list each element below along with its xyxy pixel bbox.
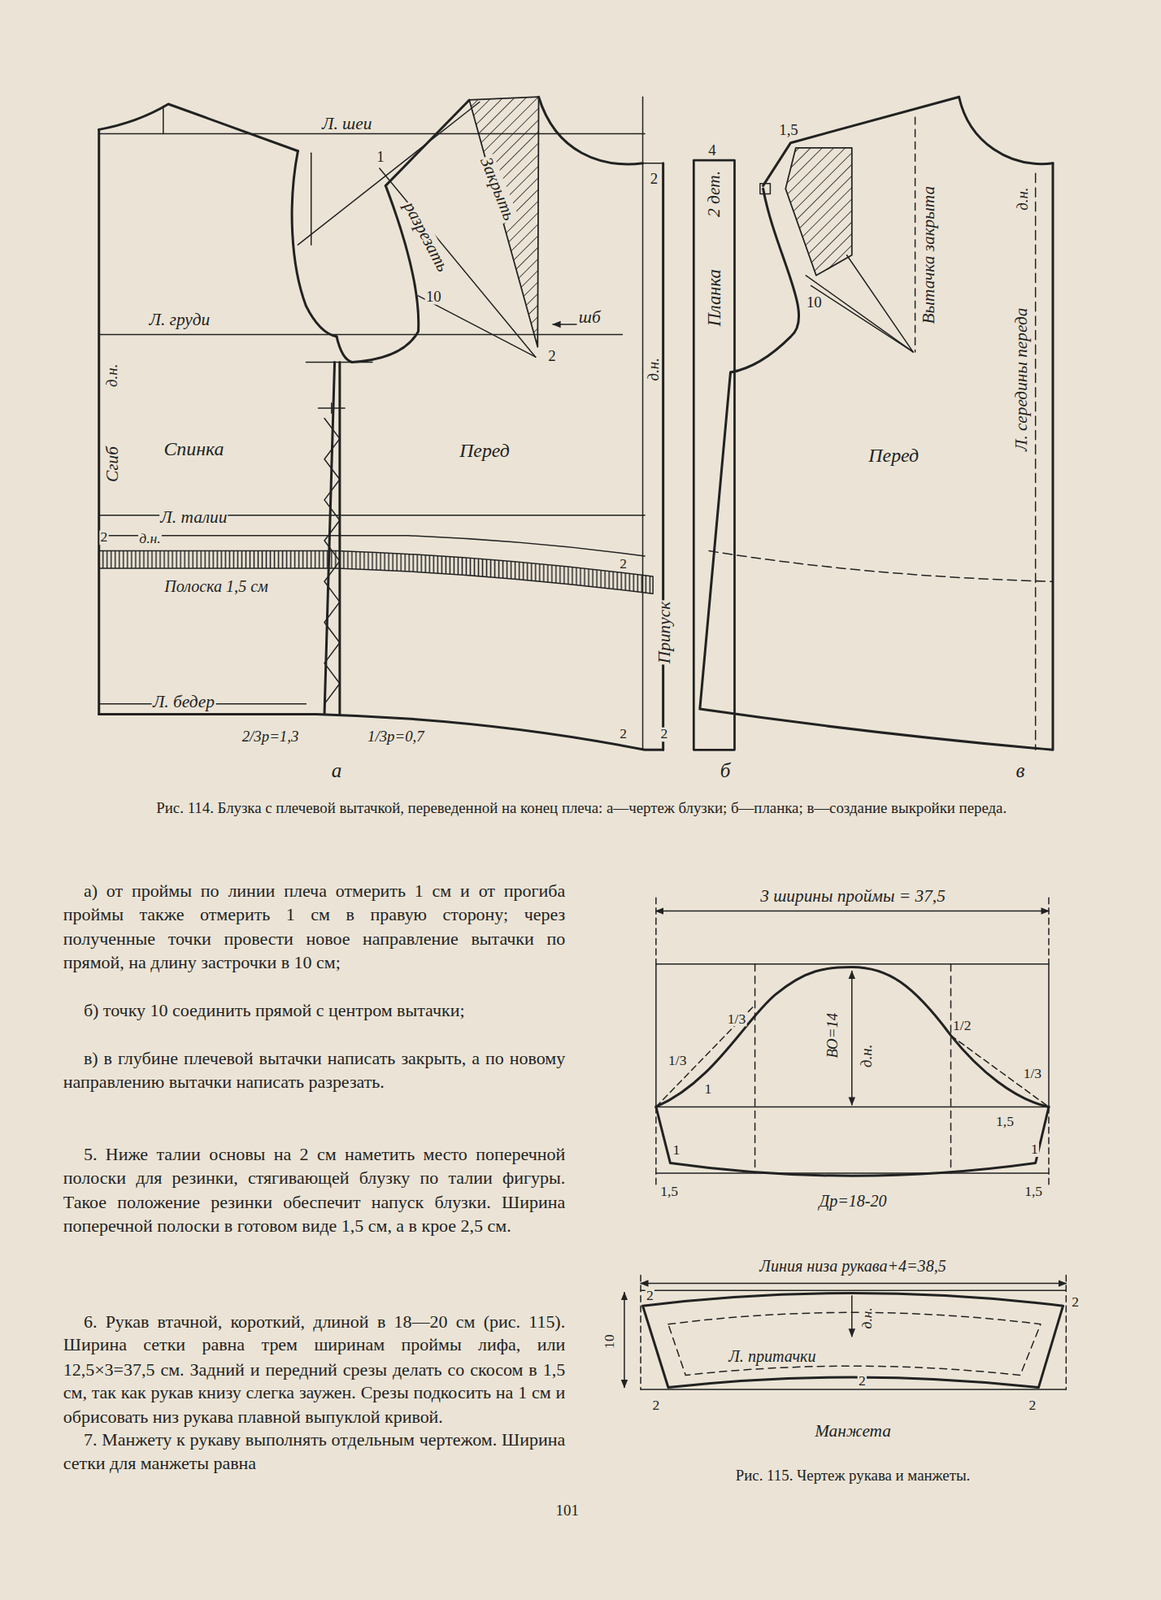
drawing-label: 2 [659, 727, 669, 743]
drawing-label: 1,5 [1023, 1184, 1044, 1200]
drawing-label: шб [578, 308, 602, 327]
drawing-label: Л. талии [159, 508, 229, 527]
drawing-label: Перед [458, 439, 511, 460]
drawing-label: 2 [651, 1398, 661, 1414]
drawing-label: д.н. [1015, 186, 1031, 212]
drawing-label: Планка [704, 268, 724, 328]
drawing-label: Линия низа рукава+4=38,5 [758, 1257, 948, 1275]
drawing-label: 1 [671, 1143, 681, 1159]
body-paragraph: б) точку 10 соединить прямой с центром в… [63, 998, 566, 1022]
drawing-label: 2 [618, 556, 628, 572]
drawing-label: 1/3 [726, 1012, 748, 1027]
drawing-label: 1 [1030, 1142, 1040, 1157]
drawing-label: 2/3р=1,3 [240, 729, 300, 745]
drawing-label: 10 [603, 1333, 618, 1350]
drawing-label: 2 [1070, 1295, 1080, 1311]
drawing-label: Др=18-20 [817, 1193, 888, 1210]
drawing-label: 1 [703, 1082, 713, 1097]
drawing-label: 1 [375, 149, 386, 166]
drawing-label: Л. середины переда [1012, 306, 1030, 453]
figure-caption: Рис. 115. Чертеж рукава и манжеты. [734, 1468, 972, 1484]
figure-caption: Рис. 114. Блузка с плечевой вытачкой, пе… [71, 797, 1092, 819]
drawing-label: 3 ширины проймы = 37,5 [759, 887, 947, 905]
drawing-label: 1/2 [952, 1019, 973, 1035]
drawing-label: 10 [805, 295, 823, 311]
body-paragraph: в) в глубине плечевой вытачки написать з… [63, 1046, 566, 1095]
drawing-label: Сгиб [103, 445, 121, 483]
drawing-label: Л. шеи [321, 114, 374, 132]
drawing-label: Манжета [813, 1422, 892, 1440]
drawing-label: 2 [645, 1288, 655, 1304]
drawing-label: 101 [554, 1503, 580, 1519]
body-paragraph: 6. Рукав втачной, короткий, длиной в 18—… [63, 1309, 566, 1430]
drawing-label: Полоска 1,5 см [163, 578, 270, 595]
drawing-label: 2 [648, 171, 659, 187]
body-paragraph: 7. Манжету к рукаву выполнять отдельным … [63, 1428, 566, 1477]
drawing-label: Л. груди [147, 310, 211, 328]
drawing-label: Спинка [162, 439, 226, 459]
drawing-label: 2 [547, 348, 557, 365]
drawing-label: Припуск [655, 600, 673, 666]
drawing-label: д.н. [646, 356, 662, 383]
drawing-label: 1/3 [667, 1053, 688, 1069]
drawing-label: 4 [707, 143, 718, 159]
drawing-label: д.н. [860, 1306, 875, 1331]
drawing-label: ВО=14 [825, 1012, 841, 1060]
drawing-label: Перед [867, 445, 920, 466]
drawing-label: 1/3 [1021, 1067, 1043, 1083]
drawing-label: 1/3р=0,7 [366, 729, 426, 745]
drawing-label: 2 [618, 727, 628, 743]
drawing-label: 1,5 [995, 1115, 1015, 1131]
drawing-label: 1,5 [659, 1184, 679, 1200]
drawing-label: д.н. [138, 531, 162, 547]
drawing-label: 2 дет. [705, 169, 723, 219]
drawing-label: д.н. [104, 362, 121, 388]
body-paragraph: а) от проймы по линии плеча отмерить 1 с… [63, 879, 566, 975]
drawing-label: разрезать [400, 198, 453, 276]
drawing-label: 2 [99, 530, 109, 546]
drawing-label: б [719, 760, 732, 781]
drawing-label: 2 [1027, 1398, 1037, 1414]
drawing-label: в [1014, 760, 1026, 781]
drawing-label: Л. бедер [152, 693, 216, 711]
drawing-label: 1,5 [778, 122, 800, 139]
drawing-label: Вытачка закрыта [919, 185, 937, 326]
body-paragraph: 5. Ниже талии основы на 2 см наметить ме… [63, 1142, 566, 1238]
drawing-label: д.н. [859, 1043, 875, 1069]
drawing-label: а [330, 760, 344, 781]
drawing-label: Л. притачки [727, 1348, 818, 1366]
drawing-label: 10 [425, 289, 443, 305]
drawing-label: 2 [857, 1374, 867, 1389]
